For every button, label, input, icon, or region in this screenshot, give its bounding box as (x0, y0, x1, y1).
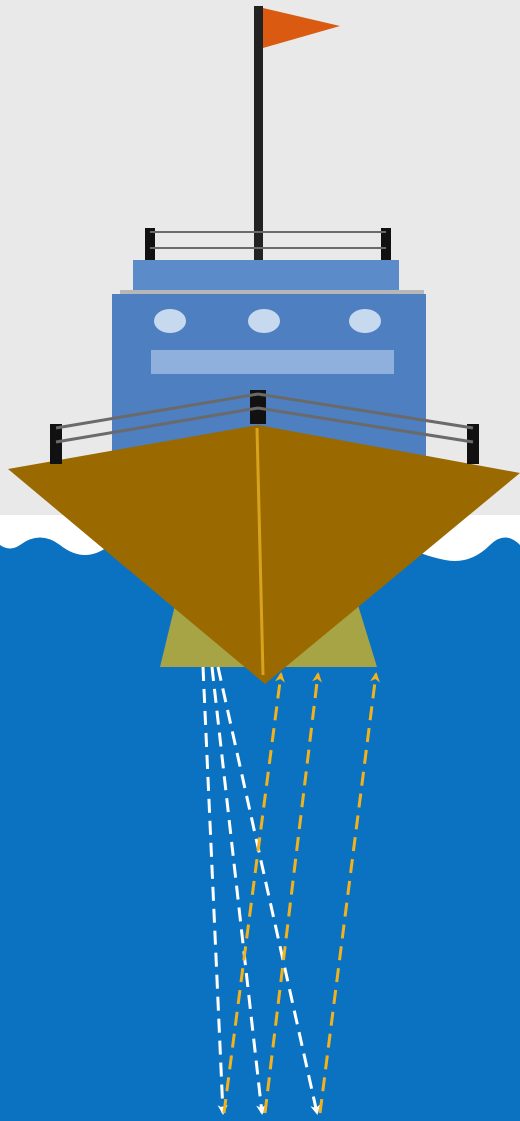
porthole-center (248, 309, 280, 333)
window-band (151, 350, 394, 374)
cabin-roof (133, 260, 399, 294)
mast (254, 6, 263, 262)
cabin-roof-edge (120, 290, 424, 294)
porthole-left (154, 309, 186, 333)
railing-post-top-left (145, 228, 155, 262)
railing-post-bow-left (50, 424, 62, 464)
railing-post-bow-right (467, 424, 479, 464)
railing-post-top-right (381, 228, 391, 262)
porthole-right (349, 309, 381, 333)
